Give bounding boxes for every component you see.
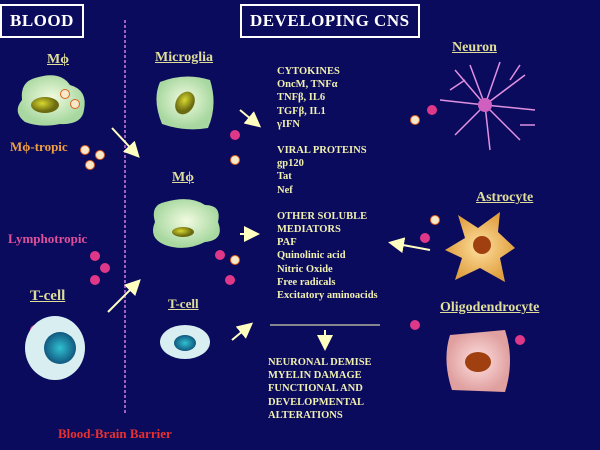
mediator-item: TNFβ, IL6 [277,92,326,104]
viral-group: VIRAL PROTEINS gp120 Tat Nef [277,144,378,197]
cns-header: DEVELOPING CNS [240,4,420,38]
cns-tcell-label: T-cell [168,296,199,311]
other-heading: MEDIATORS [277,224,341,236]
neuron-label: Neuron [452,40,497,55]
mediator-item: gp120 [277,158,304,170]
other-heading: OTHER SOLUBLE [277,210,368,222]
mtropic-label: Mϕ-tropic [10,139,68,154]
mediator-item: Nef [277,184,293,196]
astrocyte-label: Astrocyte [476,190,534,205]
mediator-item: Tat [277,171,292,183]
mediator-item: PAF [277,237,297,249]
cns-macrophage-label: Mϕ [172,170,194,185]
cns-macrophage-cell [152,199,220,248]
outcome-item: NEURONAL DEMISE [268,357,372,368]
blood-macrophage-label: Mϕ [47,52,69,67]
other-group: OTHER SOLUBLE MEDIATORS PAF Quinolinic a… [277,210,378,302]
mediator-item: γIFN [277,118,300,130]
lymphotropic-label: Lymphotropic [8,231,88,246]
barrier-label: Blood-Brain Barrier [58,426,172,441]
viral-heading: VIRAL PROTEINS [277,145,367,157]
mediator-item: Free radicals [277,276,336,288]
mediator-item: Quinolinic acid [277,250,346,262]
microglia-label: Microglia [155,50,214,65]
mediators-list: CYTOKINES OncM, TNFα TNFβ, IL6 TGFβ, IL1… [277,65,378,302]
mediator-item: TGFβ, IL1 [277,105,326,117]
blood-tcell-label: T-cell [30,288,66,304]
outcome-item: DEVELOPMENTAL [268,396,365,408]
neuron-cell [439,61,536,151]
cytokines-group: CYTOKINES OncM, TNFα TNFβ, IL6 TGFβ, IL1… [277,65,378,131]
mediator-item: Nitric Oxide [277,263,333,275]
cytokines-heading: CYTOKINES [277,66,340,77]
outcome-item: ALTERATIONS [268,409,343,421]
outcome-item: FUNCTIONAL AND [268,383,363,395]
outcome-item: MYELIN DAMAGE [268,370,362,382]
outcomes-list: NEURONAL DEMISE MYELIN DAMAGE FUNCTIONAL… [268,356,372,422]
oligodendrocyte-label: Oligodendrocyte [440,300,540,315]
mediator-item: OncM, TNFα [277,79,338,91]
mediator-item: Excitatory aminoacids [277,290,378,302]
blood-header: BLOOD [0,4,84,38]
